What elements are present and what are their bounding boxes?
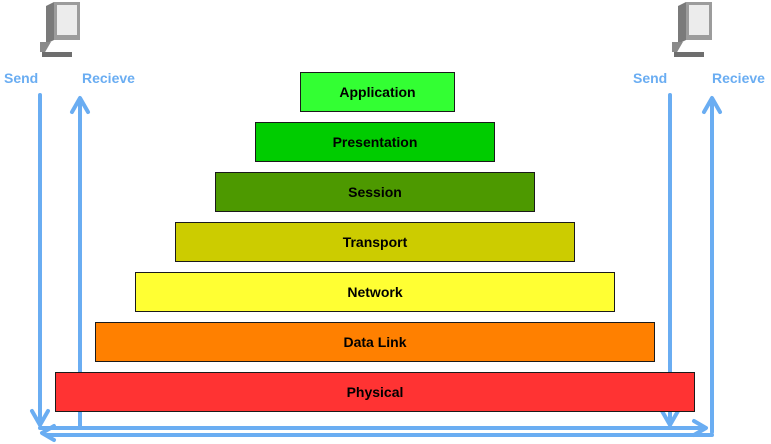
layer-transport: Transport — [175, 222, 575, 262]
layer-presentation: Presentation — [255, 122, 495, 162]
layer-network: Network — [135, 272, 615, 312]
bottom-left-arrowhead — [40, 424, 56, 442]
left-send-arrowhead — [30, 409, 50, 427]
layer-physical: Physical — [55, 372, 695, 412]
layer-application: Application — [300, 72, 455, 112]
right-send-arrowhead — [660, 409, 680, 427]
right-receive-arrowhead — [702, 96, 722, 114]
right-send-label: Send — [633, 70, 668, 86]
computer-icon — [672, 2, 712, 57]
left-receive-label: Recieve — [82, 70, 135, 86]
right-receive-label: Recieve — [712, 70, 765, 86]
left-receive-arrowhead — [70, 96, 90, 114]
layer-data-link: Data Link — [95, 322, 655, 362]
computer-icon — [40, 2, 80, 57]
layer-session: Session — [215, 172, 535, 212]
left-send-label: Send — [4, 70, 39, 86]
bottom-right-arrowhead — [692, 419, 708, 437]
